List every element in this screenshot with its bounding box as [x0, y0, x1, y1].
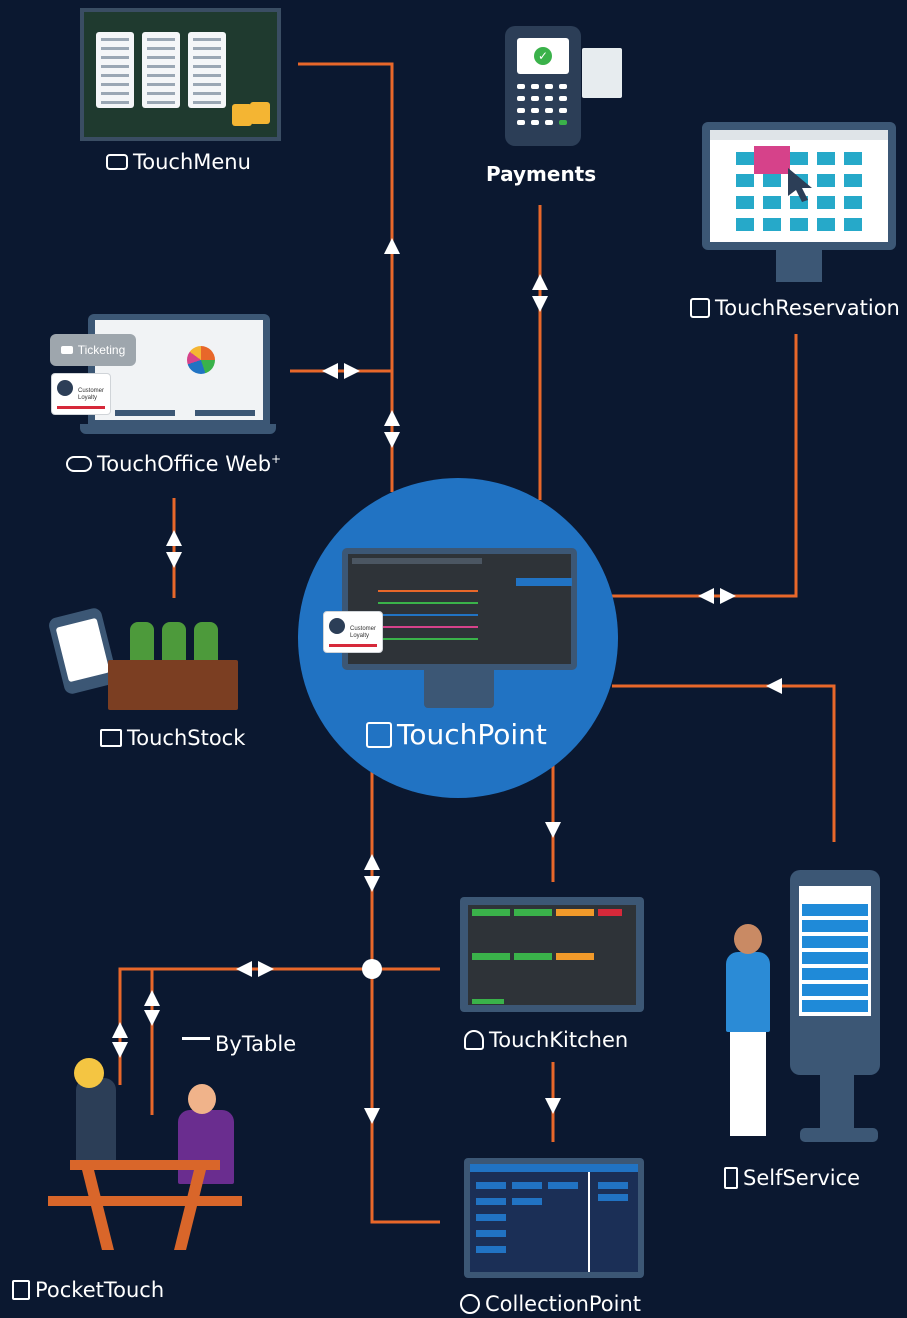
person-head [74, 1058, 104, 1088]
clock-icon [460, 1294, 480, 1314]
beer-mug-icon [232, 104, 252, 126]
touchmenu-label: TouchMenu [106, 150, 251, 174]
arrow-left [766, 678, 782, 694]
connector-touchpoint-down [370, 772, 440, 1224]
menu-card [188, 32, 226, 108]
cloud-calendar-icon [66, 456, 92, 472]
touchofficeweb-label: TouchOffice Web+ [66, 452, 281, 476]
person-illustration [726, 952, 770, 1032]
touchreservation-label: TouchReservation [690, 296, 900, 320]
laptop-base [80, 424, 276, 434]
connector-touchmenu [298, 62, 394, 492]
menu-board-icon [106, 154, 128, 170]
junction-node [362, 959, 382, 979]
bytable-label: ByTable [182, 1032, 296, 1056]
monitor-stand [776, 250, 822, 282]
person-legs [730, 1032, 766, 1136]
pie-chart-icon [187, 346, 215, 374]
ticketing-badge: Ticketing [50, 334, 136, 366]
collectionpoint-label: CollectionPoint [460, 1292, 641, 1316]
pockettouch-label: PocketTouch [12, 1278, 164, 1302]
person-head [734, 924, 762, 954]
person-illustration [76, 1078, 116, 1168]
payment-card [582, 48, 622, 98]
arrow-bidirectional-vertical [364, 854, 380, 892]
menu-card [142, 32, 180, 108]
touchstock-label: TouchStock [100, 726, 245, 750]
card-terminal: ✓ [505, 26, 581, 146]
check-icon: ✓ [534, 47, 552, 65]
arrow-bidirectional-horizontal [322, 363, 360, 379]
arrow-bidirectional-vertical [112, 1022, 128, 1058]
selfservice-label: SelfService [724, 1166, 860, 1190]
table-icon [182, 1037, 210, 1051]
kiosk-stand [820, 1075, 854, 1135]
arrow-up [384, 238, 400, 254]
connector-bytable [118, 967, 372, 1085]
connector-selfservice [612, 684, 836, 842]
collection-display [464, 1158, 644, 1278]
calculator-icon [12, 1280, 30, 1300]
laptop [88, 314, 270, 424]
kiosk-icon [724, 1167, 738, 1189]
connector-touchreservation [612, 334, 798, 598]
payments-label: Payments [486, 162, 597, 186]
person-head [188, 1084, 216, 1114]
cash-register-icon [366, 721, 392, 748]
selfservice-kiosk [790, 870, 880, 1075]
arrow-down [545, 822, 561, 838]
user-icon [329, 618, 345, 634]
menu-card [96, 32, 134, 108]
person-illustration [178, 1110, 234, 1184]
reservation-monitor [702, 122, 896, 250]
arrow-bidirectional-vertical [166, 530, 182, 568]
cursor-icon [788, 168, 812, 202]
monitor-stand [424, 670, 494, 708]
crate [108, 660, 238, 710]
picnic-bench [48, 1196, 242, 1206]
touchkitchen-label: TouchKitchen [464, 1028, 628, 1052]
stock-register-icon [100, 729, 122, 747]
ticket-icon [60, 346, 73, 354]
arrow-down [545, 1098, 561, 1114]
arrow-bidirectional-vertical [384, 410, 400, 448]
calendar-icon [690, 298, 710, 318]
arrow-bidirectional-horizontal [698, 588, 736, 604]
arrow-bidirectional-horizontal [236, 961, 274, 977]
user-icon [57, 380, 73, 396]
touchmenu-board [80, 8, 281, 141]
arrow-bidirectional-vertical [532, 274, 548, 312]
picnic-table [70, 1160, 220, 1170]
arrow-down [364, 1108, 380, 1124]
selected-slot [754, 146, 790, 174]
touchpoint-label: TouchPoint [366, 718, 547, 751]
kiosk-base [800, 1128, 878, 1142]
beer-mug-icon [250, 102, 270, 124]
chef-hat-icon [464, 1030, 484, 1050]
arrow-bidirectional-vertical [144, 990, 160, 1026]
kitchen-display [460, 897, 644, 1012]
